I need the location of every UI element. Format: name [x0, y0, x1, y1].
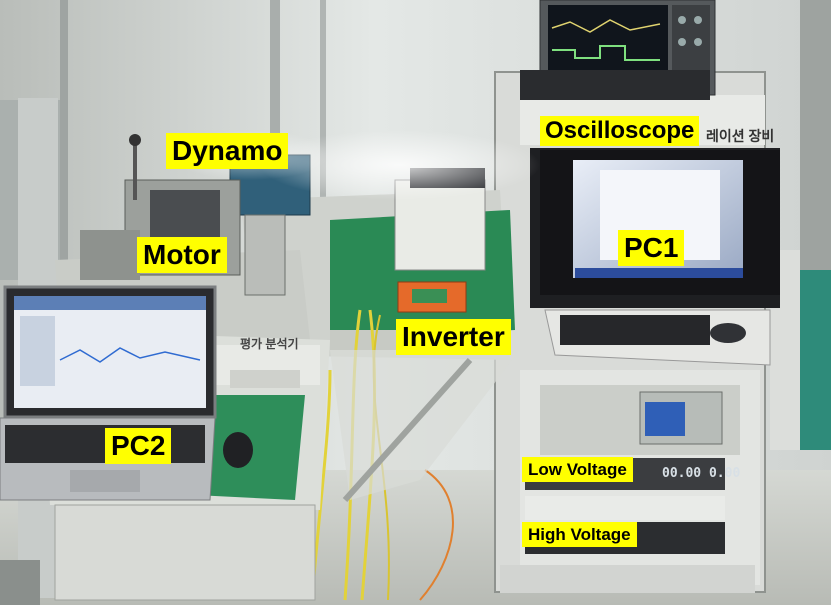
- label-dynamo: Dynamo: [166, 133, 289, 169]
- motor-unit: [150, 190, 220, 245]
- label-pc2: PC2: [105, 428, 172, 464]
- label-low-voltage: Low Voltage: [522, 457, 633, 482]
- label-oscilloscope: Oscilloscope: [540, 116, 700, 146]
- supply-readout: 00.00 0.00: [662, 466, 741, 481]
- label-pc1: PC1: [618, 230, 685, 266]
- rack-sign: 레이션 장비: [706, 128, 775, 144]
- table-sign: 평가 분석기: [240, 337, 299, 351]
- label-high-voltage: High Voltage: [522, 522, 637, 547]
- label-motor: Motor: [137, 237, 227, 273]
- label-inverter: Inverter: [396, 319, 511, 355]
